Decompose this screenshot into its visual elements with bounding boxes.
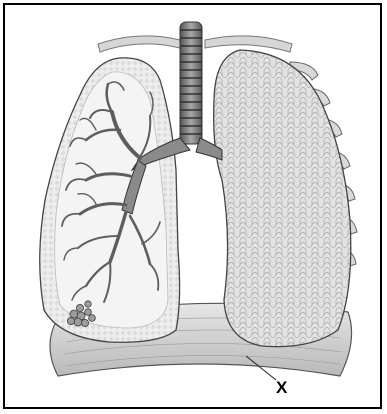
trachea	[180, 22, 202, 144]
right-lung	[214, 50, 351, 347]
label-x: X	[276, 378, 287, 398]
